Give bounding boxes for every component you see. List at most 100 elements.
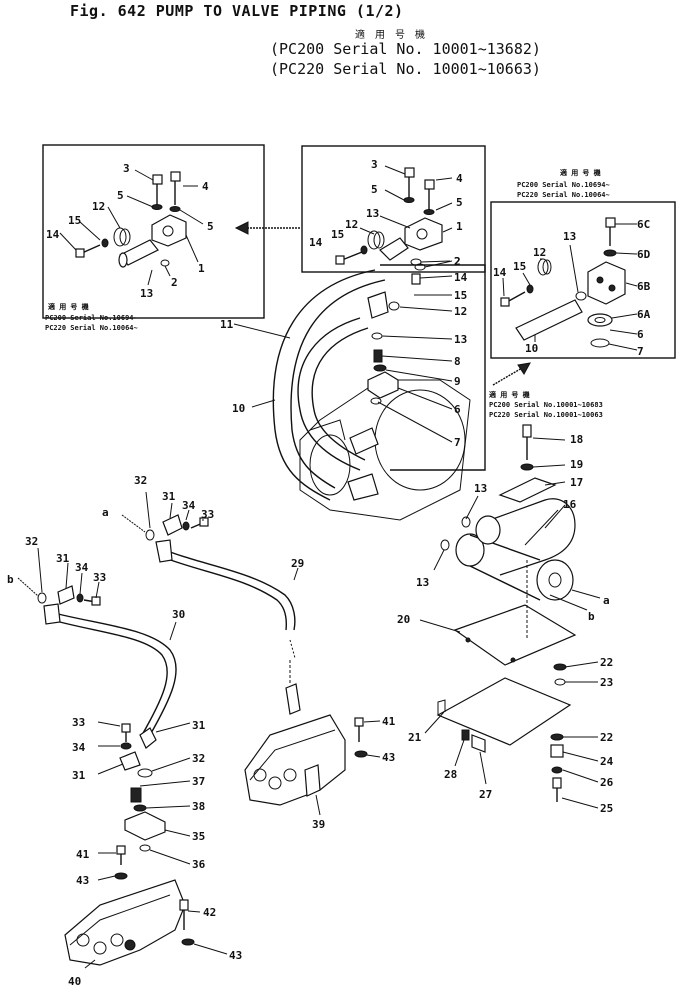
callout-b: b bbox=[588, 610, 595, 623]
callout-27: 27 bbox=[479, 788, 492, 801]
serial-note: PC200 Serial No.10694~ bbox=[517, 181, 610, 189]
callout-2: 2 bbox=[454, 255, 461, 268]
callout-14: 14 bbox=[493, 266, 507, 279]
callout-37: 37 bbox=[192, 775, 205, 788]
callout-18: 18 bbox=[570, 433, 583, 446]
applicability-note: 適 用 号 機 bbox=[560, 168, 601, 177]
callout-6a: 6A bbox=[637, 308, 651, 321]
callout-36: 36 bbox=[192, 858, 206, 871]
callout-13: 13 bbox=[366, 207, 379, 220]
callout-34: 34 bbox=[75, 561, 89, 574]
callout-11: 11 bbox=[220, 318, 234, 331]
callout-6: 6 bbox=[637, 328, 644, 341]
callout-43: 43 bbox=[229, 949, 242, 962]
callout-16: 16 bbox=[563, 498, 577, 511]
callout-15: 15 bbox=[68, 214, 81, 227]
bolt-head-part bbox=[170, 171, 181, 182]
callout-41: 41 bbox=[76, 848, 90, 861]
callout-14: 14 bbox=[454, 271, 468, 284]
callout-13: 13 bbox=[416, 576, 429, 589]
callout-12: 12 bbox=[92, 200, 105, 213]
applicability-label: 適 用 号 機 bbox=[355, 30, 428, 41]
inset-left: 3 4 5 5 12 15 14 1 2 13 適 用 号 機 PC200 Se… bbox=[42, 144, 265, 332]
callout-15: 15 bbox=[454, 289, 467, 302]
callout-31: 31 bbox=[56, 552, 70, 565]
callout-13: 13 bbox=[454, 333, 467, 346]
callout-32: 32 bbox=[134, 474, 147, 487]
callout-42: 42 bbox=[203, 906, 216, 919]
callout-5: 5 bbox=[117, 189, 124, 202]
callout-24: 24 bbox=[600, 755, 614, 768]
callout-22: 22 bbox=[600, 731, 613, 744]
callout-15: 15 bbox=[331, 228, 344, 241]
bracket-part bbox=[498, 477, 557, 503]
callout-43: 43 bbox=[76, 874, 89, 887]
callout-28: 28 bbox=[444, 768, 457, 781]
callout-3: 3 bbox=[371, 158, 378, 171]
callout-2: 2 bbox=[454, 255, 461, 268]
callout-41: 41 bbox=[382, 715, 396, 728]
hose-30-assembly: 32 b 31 34 33 30 bbox=[7, 535, 185, 736]
reference-arrow bbox=[492, 362, 531, 386]
applicability-note: 適 用 号 機 bbox=[489, 390, 530, 399]
callout-3: 3 bbox=[123, 162, 130, 175]
callout-35: 35 bbox=[192, 830, 205, 843]
callout-38: 38 bbox=[192, 800, 205, 813]
callout-6d: 6D bbox=[637, 248, 651, 261]
plate-part bbox=[453, 604, 577, 666]
callout-6c: 6C bbox=[637, 218, 650, 231]
pump-body bbox=[299, 379, 471, 521]
callout-15: 15 bbox=[513, 260, 526, 273]
callout-31: 31 bbox=[72, 769, 86, 782]
callout-7: 7 bbox=[454, 436, 461, 449]
callout-1: 1 bbox=[198, 262, 205, 275]
callout-17: 17 bbox=[570, 476, 583, 489]
inset-right: 適 用 号 機 PC200 Serial No.10694~ PC220 Ser… bbox=[490, 168, 676, 359]
callout-13: 13 bbox=[563, 230, 576, 243]
hose-30 bbox=[49, 611, 177, 736]
callout-14: 14 bbox=[309, 236, 323, 249]
serial-range-pc200: (PC200 Serial No. 10001~13682) bbox=[270, 40, 541, 58]
hose-11 bbox=[272, 269, 376, 501]
callout-32: 32 bbox=[25, 535, 38, 548]
reference-arrow bbox=[234, 221, 300, 235]
callout-33: 33 bbox=[72, 716, 85, 729]
callout-14: 14 bbox=[46, 228, 60, 241]
bolt-part bbox=[81, 244, 101, 254]
hose-29-assembly: 32 31 34 33 a 29 bbox=[102, 474, 304, 659]
washer-part bbox=[169, 206, 181, 212]
o-ring-part bbox=[160, 259, 170, 267]
callout-43: 43 bbox=[382, 751, 395, 764]
callout-30: 30 bbox=[172, 608, 185, 621]
callout-32: 32 bbox=[192, 752, 205, 765]
inset-middle: 3 4 5 5 13 12 15 14 1 2 bbox=[301, 145, 486, 273]
block-fitting-part bbox=[587, 261, 626, 305]
control-valve-40 bbox=[64, 879, 186, 966]
callout-b: b bbox=[7, 573, 14, 586]
main-pump-assembly: 2 14 15 12 13 8 9 6 7 11 10 bbox=[220, 255, 486, 521]
callout-25: 25 bbox=[600, 802, 613, 815]
callout-20: 20 bbox=[397, 613, 410, 626]
mounting-bracket bbox=[436, 677, 572, 746]
callout-21: 21 bbox=[408, 731, 422, 744]
flange-35 bbox=[124, 811, 166, 841]
serial-range-pc220: (PC220 Serial No. 10001~10663) bbox=[270, 60, 541, 78]
washer-part bbox=[151, 204, 163, 210]
callout-34: 34 bbox=[182, 499, 196, 512]
bracket-assembly: 22 23 22 24 26 25 21 28 27 bbox=[408, 656, 614, 815]
callout-6b: 6B bbox=[637, 280, 651, 293]
figure-title: Fig. 642 PUMP TO VALVE PIPING (1/2) bbox=[70, 2, 404, 20]
callout-12: 12 bbox=[533, 246, 546, 259]
callout-4: 4 bbox=[456, 172, 463, 185]
callout-a: a bbox=[102, 506, 109, 519]
split-flange-part bbox=[151, 214, 187, 247]
hose-10 bbox=[297, 317, 361, 471]
callout-22: 22 bbox=[600, 656, 613, 669]
callout-6: 6 bbox=[454, 403, 461, 416]
callout-40: 40 bbox=[68, 975, 81, 988]
callout-19: 19 bbox=[570, 458, 583, 471]
callout-13: 13 bbox=[474, 482, 487, 495]
callout-2: 2 bbox=[171, 276, 178, 289]
callout-a: a bbox=[603, 594, 610, 607]
